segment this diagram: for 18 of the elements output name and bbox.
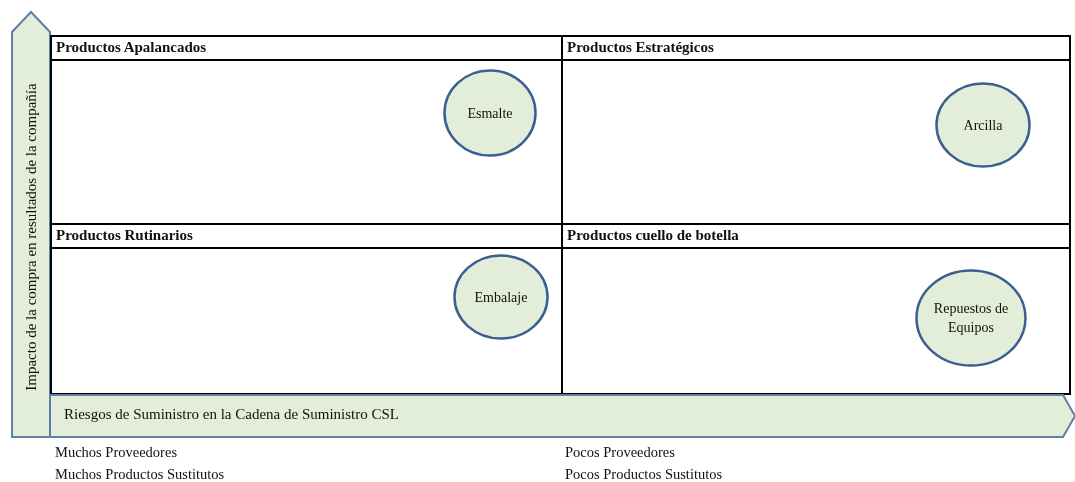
quadrant-heading: Productos Rutinarios — [52, 225, 561, 249]
item-ellipse: Esmalte — [443, 69, 537, 157]
item-ellipse: Embalaje — [453, 254, 549, 340]
quadrant-heading: Productos Estratégicos — [563, 37, 1069, 61]
item-ellipse: Repuestos de Equipos — [915, 269, 1027, 367]
quadrant-heading: Productos Apalancados — [52, 37, 561, 61]
quadrant-box — [561, 35, 1071, 225]
vertical-arrow-band: Impacto de la compra en resultados de la compañía — [12, 12, 50, 437]
axis-note: Pocos Productos Sustitutos — [565, 466, 723, 482]
axis-note: Pocos Proveedores — [565, 444, 675, 461]
quadrant-heading: Productos cuello de botella — [563, 225, 1069, 249]
axis-note: Muchos Proveedores — [55, 444, 178, 461]
axis-note: Muchos Productos Sustitutos — [55, 466, 225, 482]
quadrant-box — [50, 223, 563, 395]
horizontal-arrow-band: Riesgos de Suministro en la Cadena de Suministro CSL — [50, 395, 1075, 437]
quadrant-box — [561, 223, 1071, 395]
item-ellipse: Arcilla — [935, 82, 1031, 168]
quadrant-box — [50, 35, 563, 225]
